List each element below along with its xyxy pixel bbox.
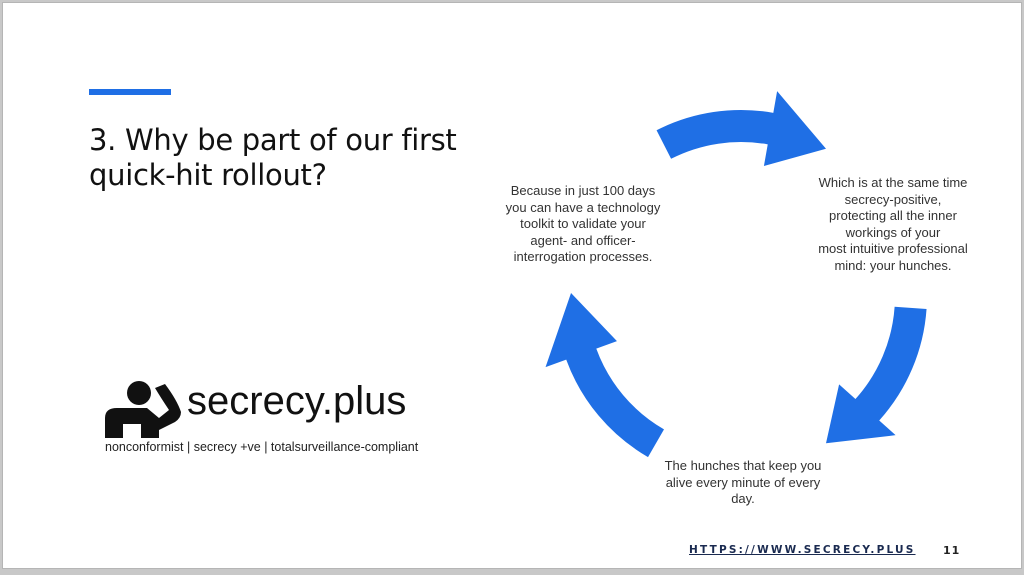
slide-title: 3. Why be part of our first quick-hit ro… xyxy=(89,123,457,193)
page-number: 11 xyxy=(943,544,961,557)
cycle-arrows xyxy=(545,91,927,458)
cycle-arrow-3 xyxy=(545,293,664,458)
title-line: 3. Why be part of our first xyxy=(89,123,457,157)
cycle-arrow-2 xyxy=(826,306,927,444)
person-phone-icon xyxy=(105,381,181,438)
title-line: quick-hit rollout? xyxy=(89,158,327,192)
cycle-arrow-1 xyxy=(656,91,826,167)
logo-tagline: nonconformist | secrecy +ve | totalsurve… xyxy=(105,440,419,454)
logo-name: secrecy.plus xyxy=(187,379,407,423)
footer-url-link[interactable]: HTTPS://WWW.SECRECY.PLUS xyxy=(689,544,916,556)
accent-bar xyxy=(89,89,171,95)
